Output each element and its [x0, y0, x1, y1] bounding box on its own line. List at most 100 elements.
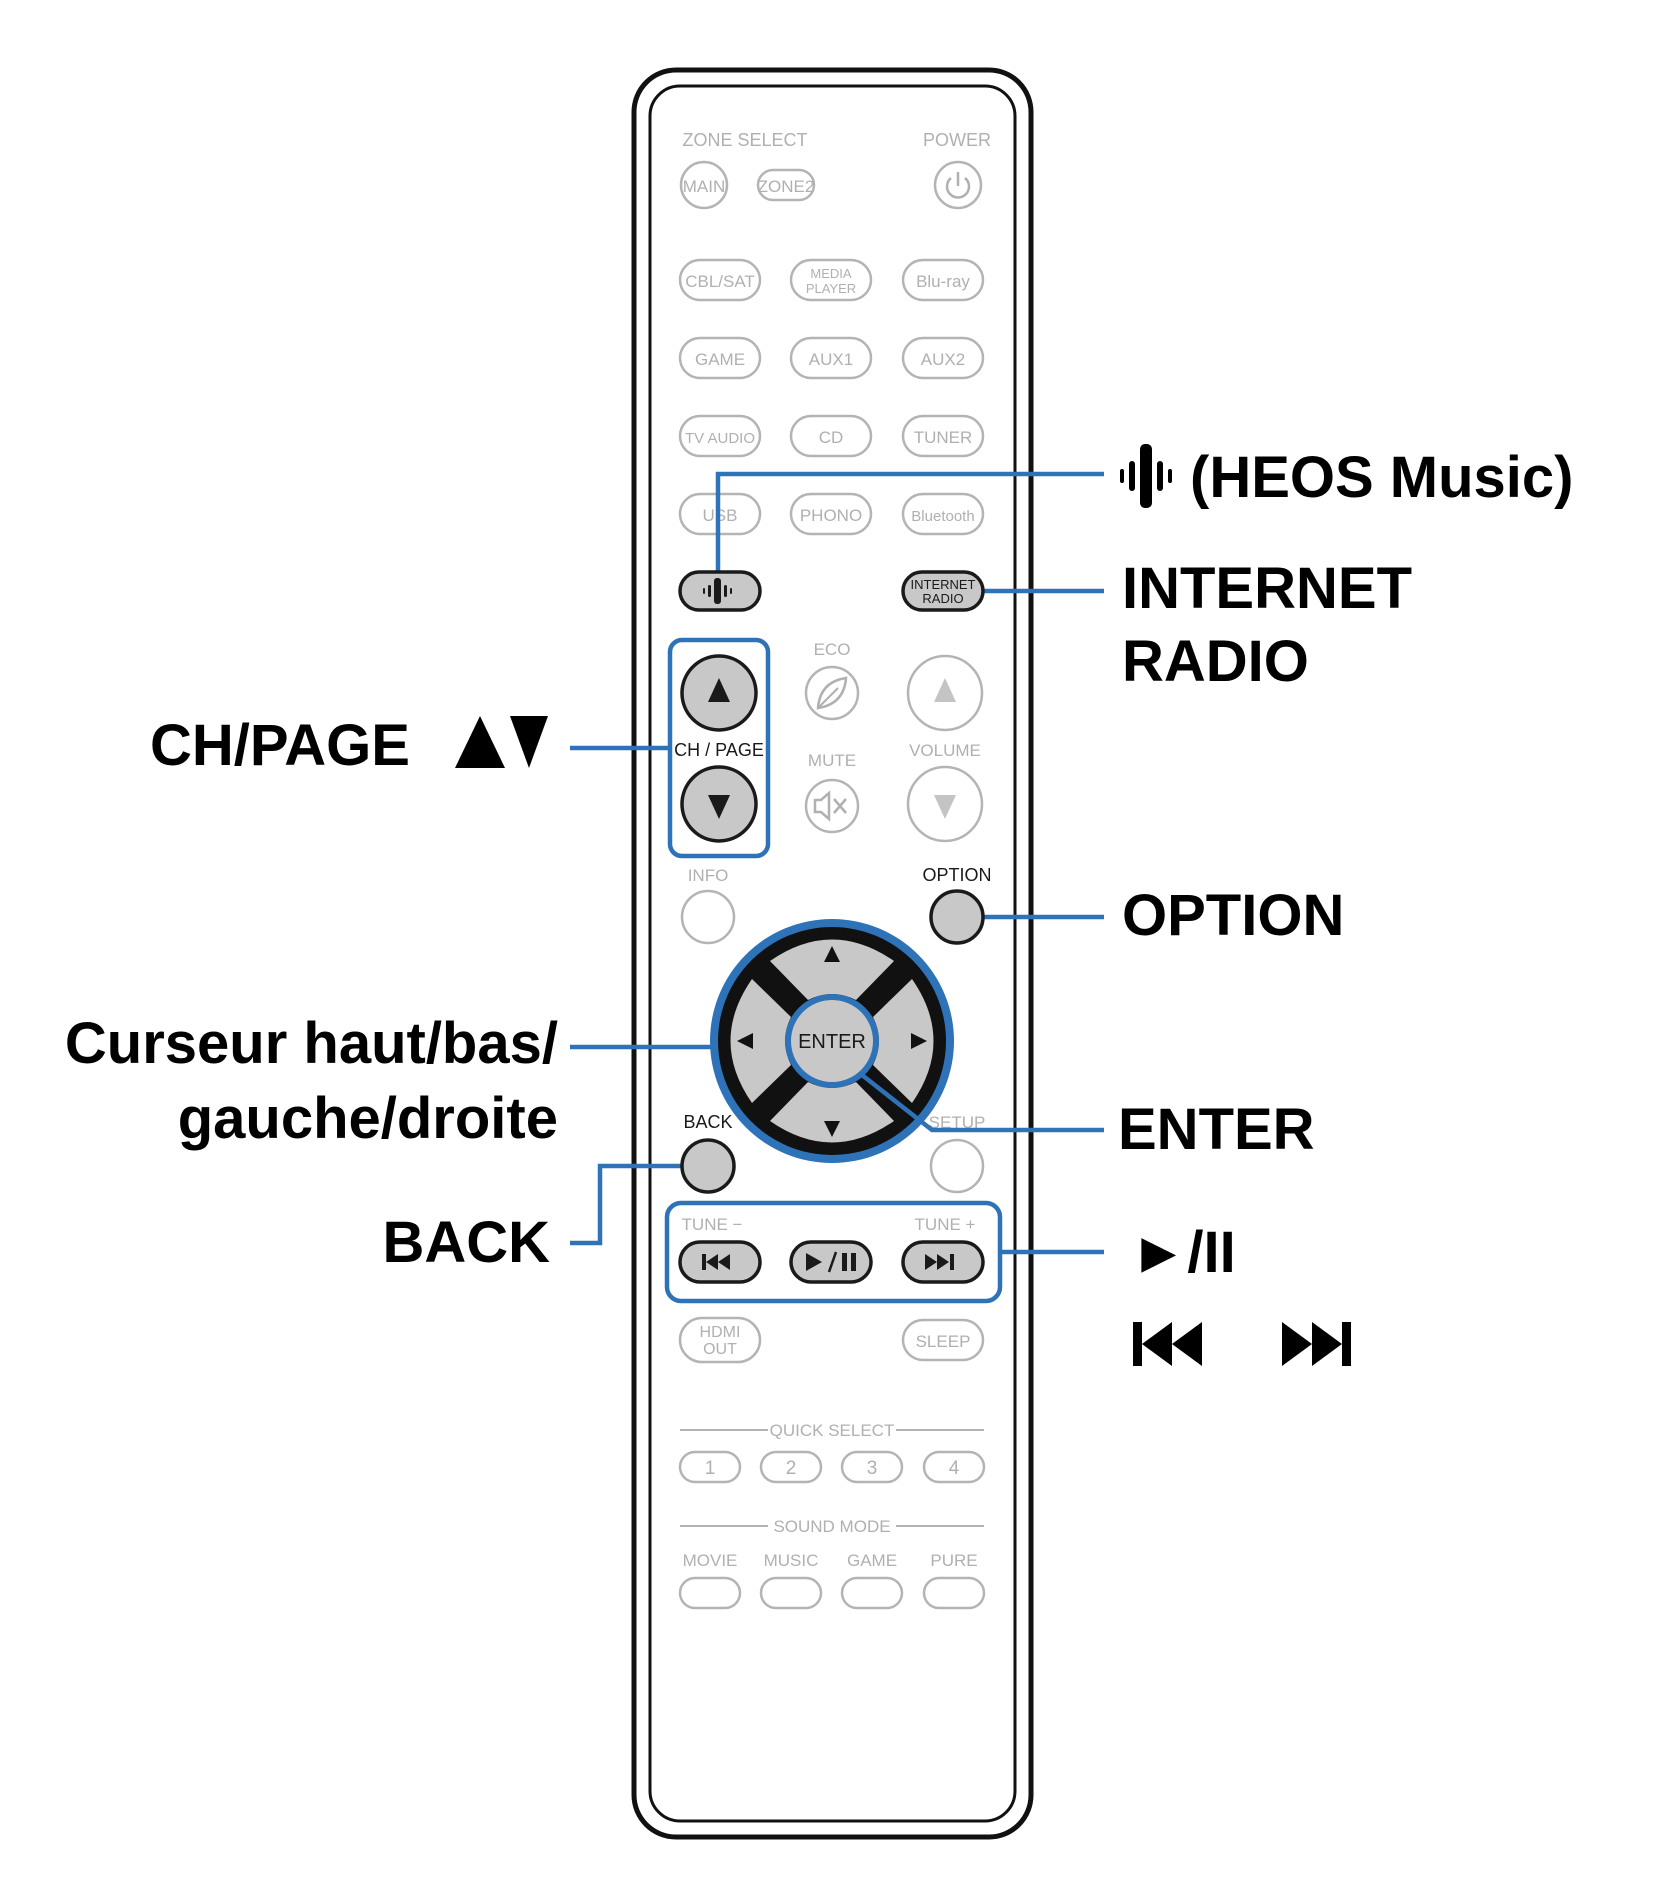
play-pause-button[interactable] — [789, 1240, 873, 1284]
power-label: POWER — [923, 130, 991, 150]
quick-select-2-button[interactable]: 2 — [759, 1450, 823, 1484]
sound-mode-label: SOUND MODE — [773, 1517, 890, 1536]
svg-text:Bluetooth: Bluetooth — [911, 508, 974, 525]
hdmi-out-button[interactable]: HDMI OUT — [678, 1316, 762, 1364]
skip-back-icon — [702, 1254, 730, 1270]
cursor-right-button[interactable] — [873, 979, 934, 1103]
svg-text:PLAYER: PLAYER — [806, 281, 856, 296]
phono-button[interactable]: PHONO — [789, 492, 873, 536]
volume-label: VOLUME — [909, 741, 981, 760]
info-button[interactable] — [680, 889, 736, 945]
pure-button[interactable] — [922, 1576, 986, 1610]
info-label: INFO — [688, 866, 729, 885]
tune-minus-label: TUNE − — [682, 1215, 743, 1234]
triangle-up-icon — [824, 946, 840, 962]
heos-callout-icon — [1120, 444, 1172, 508]
heos-music-callout: (HEOS Music) — [1190, 445, 1574, 510]
svg-text:AUX2: AUX2 — [921, 350, 965, 369]
svg-text:INTERNET: INTERNET — [911, 577, 976, 592]
heos-music-button[interactable] — [678, 570, 762, 612]
option-callout: OPTION — [1122, 883, 1344, 948]
triangle-up-icon — [708, 678, 730, 702]
skip-icons-callout — [1133, 1322, 1351, 1366]
tune-plus-label: TUNE + — [915, 1215, 976, 1234]
cursor-pad: ENTER — [710, 919, 954, 1163]
svg-text:TV AUDIO: TV AUDIO — [685, 430, 755, 447]
triangle-down-icon — [708, 795, 730, 819]
back-button[interactable] — [680, 1138, 736, 1194]
music-button[interactable] — [759, 1576, 823, 1610]
triangle-down-icon — [824, 1121, 840, 1137]
ch-page-arrows-icon — [455, 716, 548, 768]
movie-label: MOVIE — [683, 1551, 738, 1570]
triangle-down-icon — [934, 795, 956, 819]
svg-text:HDMI: HDMI — [700, 1324, 741, 1341]
aux2-button[interactable]: AUX2 — [901, 336, 985, 380]
eco-button[interactable] — [804, 665, 860, 721]
game-mode-label: GAME — [847, 1551, 897, 1570]
next-button[interactable] — [901, 1240, 985, 1284]
option-button[interactable] — [929, 889, 985, 945]
setup-label: SETUP — [929, 1113, 986, 1132]
svg-text:RADIO: RADIO — [922, 591, 963, 606]
sleep-button[interactable]: SLEEP — [901, 1318, 985, 1362]
cd-button[interactable]: CD — [789, 414, 873, 458]
volume-down-button[interactable] — [906, 765, 984, 843]
svg-text:GAME: GAME — [695, 350, 745, 369]
cursor-left-button[interactable] — [730, 979, 792, 1103]
svg-text:OUT: OUT — [703, 1341, 737, 1358]
previous-button[interactable] — [678, 1240, 762, 1284]
quick-select-4-button[interactable]: 4 — [922, 1450, 986, 1484]
internet-radio-button[interactable]: INTERNET RADIO — [901, 570, 985, 612]
svg-text:CBL/SAT: CBL/SAT — [685, 272, 755, 291]
ch-page-down-button[interactable] — [680, 765, 758, 843]
mute-label: MUTE — [808, 751, 856, 770]
media-player-button[interactable]: MEDIA PLAYER — [789, 258, 873, 302]
mute-button[interactable] — [804, 778, 860, 834]
ch-page-up-button[interactable] — [680, 654, 758, 732]
game-button[interactable]: GAME — [678, 336, 762, 380]
setup-button[interactable] — [929, 1138, 985, 1194]
svg-text:2: 2 — [786, 1458, 797, 1479]
power-icon — [945, 172, 971, 199]
svg-text:1: 1 — [705, 1458, 716, 1479]
zone-select-label: ZONE SELECT — [682, 130, 807, 150]
svg-text:Blu-ray: Blu-ray — [916, 272, 970, 291]
cursor-callout-line2: gauche/droite — [178, 1086, 558, 1151]
tv-audio-button[interactable]: TV AUDIO — [678, 414, 762, 458]
eco-label: ECO — [814, 640, 851, 659]
cursor-down-button[interactable] — [770, 1082, 894, 1143]
cursor-up-button[interactable] — [770, 939, 894, 1001]
back-label: BACK — [683, 1112, 732, 1132]
triangle-right-icon — [911, 1033, 927, 1049]
pure-label: PURE — [930, 1551, 977, 1570]
svg-text:3: 3 — [867, 1458, 878, 1479]
power-button[interactable] — [933, 160, 983, 210]
ch-page-label: CH / PAGE — [674, 740, 764, 760]
quick-select-1-button[interactable]: 1 — [678, 1450, 742, 1484]
movie-button[interactable] — [678, 1576, 742, 1610]
main-button[interactable]: MAIN — [679, 160, 729, 210]
cbl-sat-button[interactable]: CBL/SAT — [678, 258, 762, 302]
quick-select-label: QUICK SELECT — [770, 1421, 895, 1440]
internet-radio-callout-line2: RADIO — [1122, 629, 1309, 694]
bluetooth-button[interactable]: Bluetooth — [901, 492, 985, 536]
back-callout: BACK — [382, 1210, 550, 1275]
music-label: MUSIC — [764, 1551, 819, 1570]
svg-text:ZONE2: ZONE2 — [758, 177, 815, 196]
tuner-button[interactable]: TUNER — [901, 414, 985, 458]
svg-text:MAIN: MAIN — [683, 177, 726, 196]
bluray-button[interactable]: Blu-ray — [901, 258, 985, 302]
zone2-button[interactable]: ZONE2 — [756, 168, 816, 202]
game-mode-button[interactable] — [840, 1576, 904, 1610]
heos-icon — [703, 578, 732, 604]
svg-text:SLEEP: SLEEP — [916, 1332, 971, 1351]
aux1-button[interactable]: AUX1 — [789, 336, 873, 380]
volume-up-button[interactable] — [906, 654, 984, 732]
mute-icon — [813, 790, 847, 822]
enter-button[interactable]: ENTER — [785, 994, 879, 1088]
quick-select-3-button[interactable]: 3 — [840, 1450, 904, 1484]
enter-leader-line — [860, 1073, 1104, 1133]
cursor-callout-line1: Curseur haut/bas/ — [65, 1011, 558, 1076]
